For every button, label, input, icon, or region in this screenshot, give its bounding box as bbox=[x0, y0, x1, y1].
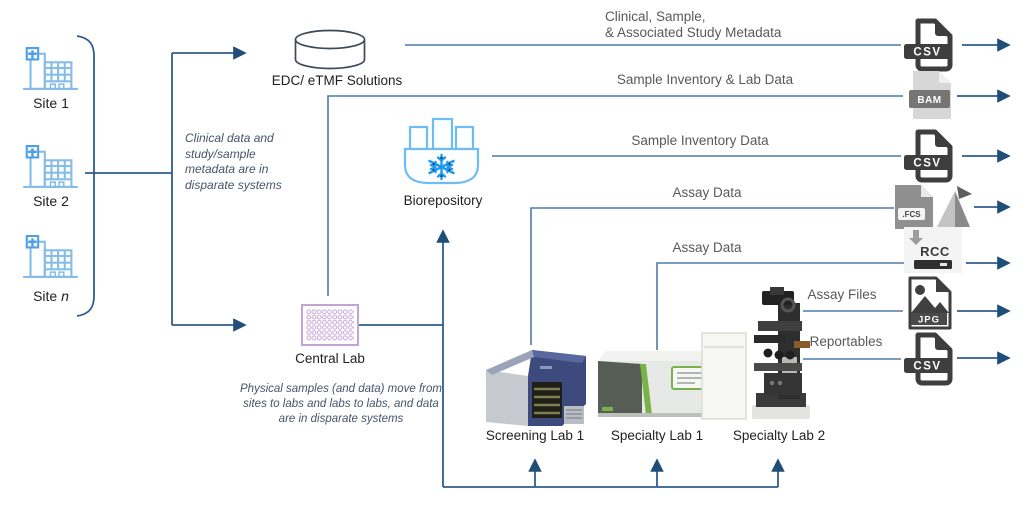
csv-file-icon-3: CSV bbox=[902, 331, 958, 387]
flow-assay-data-2-label: Assay Data bbox=[672, 240, 742, 255]
biorepository-label: Biorepository bbox=[403, 193, 483, 208]
flow-clinical-metadata-line2: & Associated Study Metadata bbox=[605, 25, 782, 41]
download-arrow-icon bbox=[909, 230, 923, 245]
flow-assay-data-1-label: Assay Data bbox=[672, 185, 742, 200]
biorepository-freezer-icon bbox=[400, 117, 488, 189]
csv-badge-text: CSV bbox=[913, 47, 941, 59]
site-n-label-prefix: Site bbox=[33, 288, 62, 304]
specialty-lab-1-instrument-image bbox=[594, 349, 720, 423]
screening-lab-1-label: Screening Lab 1 bbox=[485, 428, 585, 443]
flow-sample-inventory-lab-data-label: Sample Inventory & Lab Data bbox=[616, 72, 794, 87]
screening-lab-to-fcs-line bbox=[530, 207, 894, 345]
physical-samples-line3: are in disparate systems bbox=[278, 412, 404, 425]
specialty-lab-1-label: Specialty Lab 1 bbox=[610, 428, 704, 443]
specialty-lab-2-label: Specialty Lab 2 bbox=[732, 428, 826, 443]
bam-file-icon: BAM bbox=[905, 70, 954, 120]
database-cylinder-icon bbox=[294, 29, 366, 71]
flow-clinical-metadata-line1: Clinical, Sample, bbox=[605, 9, 706, 24]
site-n-label: Site n bbox=[20, 288, 82, 304]
site-2-label: Site 2 bbox=[33, 193, 69, 209]
rcc-badge-text: RCC bbox=[920, 244, 950, 259]
screening-lab-1-instrument-image bbox=[482, 342, 588, 428]
site-n-hospital-icon bbox=[22, 233, 79, 279]
central-lab-to-edc-row-line bbox=[327, 95, 903, 296]
edc-label: EDC/ eTMF Solutions bbox=[271, 73, 403, 88]
site-1-hospital-icon bbox=[22, 45, 79, 91]
specialty-lab-2-microscope-image bbox=[700, 287, 815, 427]
snowflake-icon bbox=[428, 153, 455, 181]
csv-badge-text: CSV bbox=[913, 361, 941, 373]
rcc-file-icon: RCC bbox=[904, 227, 962, 273]
sites-bracket bbox=[76, 35, 95, 317]
physical-samples-line2: sites to labs and labs to labs, and data bbox=[243, 397, 439, 410]
site-n-label-n: n bbox=[61, 288, 69, 304]
site-2-hospital-icon bbox=[22, 143, 79, 189]
jpg-image-file-icon: JPG bbox=[902, 276, 956, 330]
microplate-icon bbox=[301, 304, 359, 346]
prism-icon bbox=[937, 186, 972, 227]
csv-badge-text: CSV bbox=[913, 158, 941, 170]
specialty-lab1-to-rcc-line bbox=[656, 262, 904, 350]
disparate-systems-annotation: Clinical data and study/sample metadata … bbox=[185, 131, 282, 192]
flow-reportables-label: Reportables bbox=[809, 334, 883, 349]
flow-clinical-metadata-label: Clinical, Sample, & Associated Study Met… bbox=[605, 9, 781, 41]
physical-samples-annotation: Physical samples (and data) move from si… bbox=[235, 382, 447, 427]
flow-sample-inventory-data-label: Sample Inventory Data bbox=[631, 133, 769, 148]
physical-samples-line1: Physical samples (and data) move from bbox=[240, 383, 442, 395]
jpg-badge-text: JPG bbox=[918, 315, 940, 326]
fcs-file-and-prism-icon: .FCS bbox=[893, 183, 973, 231]
fcs-badge-text: .FCS bbox=[902, 210, 921, 219]
central-lab-label: Central Lab bbox=[295, 351, 365, 366]
csv-file-icon-1: CSV bbox=[902, 17, 958, 73]
flow-assay-files-label: Assay Files bbox=[807, 287, 877, 302]
bam-badge-text: BAM bbox=[917, 95, 941, 106]
csv-file-icon-2: CSV bbox=[902, 128, 958, 184]
site-1-label: Site 1 bbox=[33, 95, 69, 111]
